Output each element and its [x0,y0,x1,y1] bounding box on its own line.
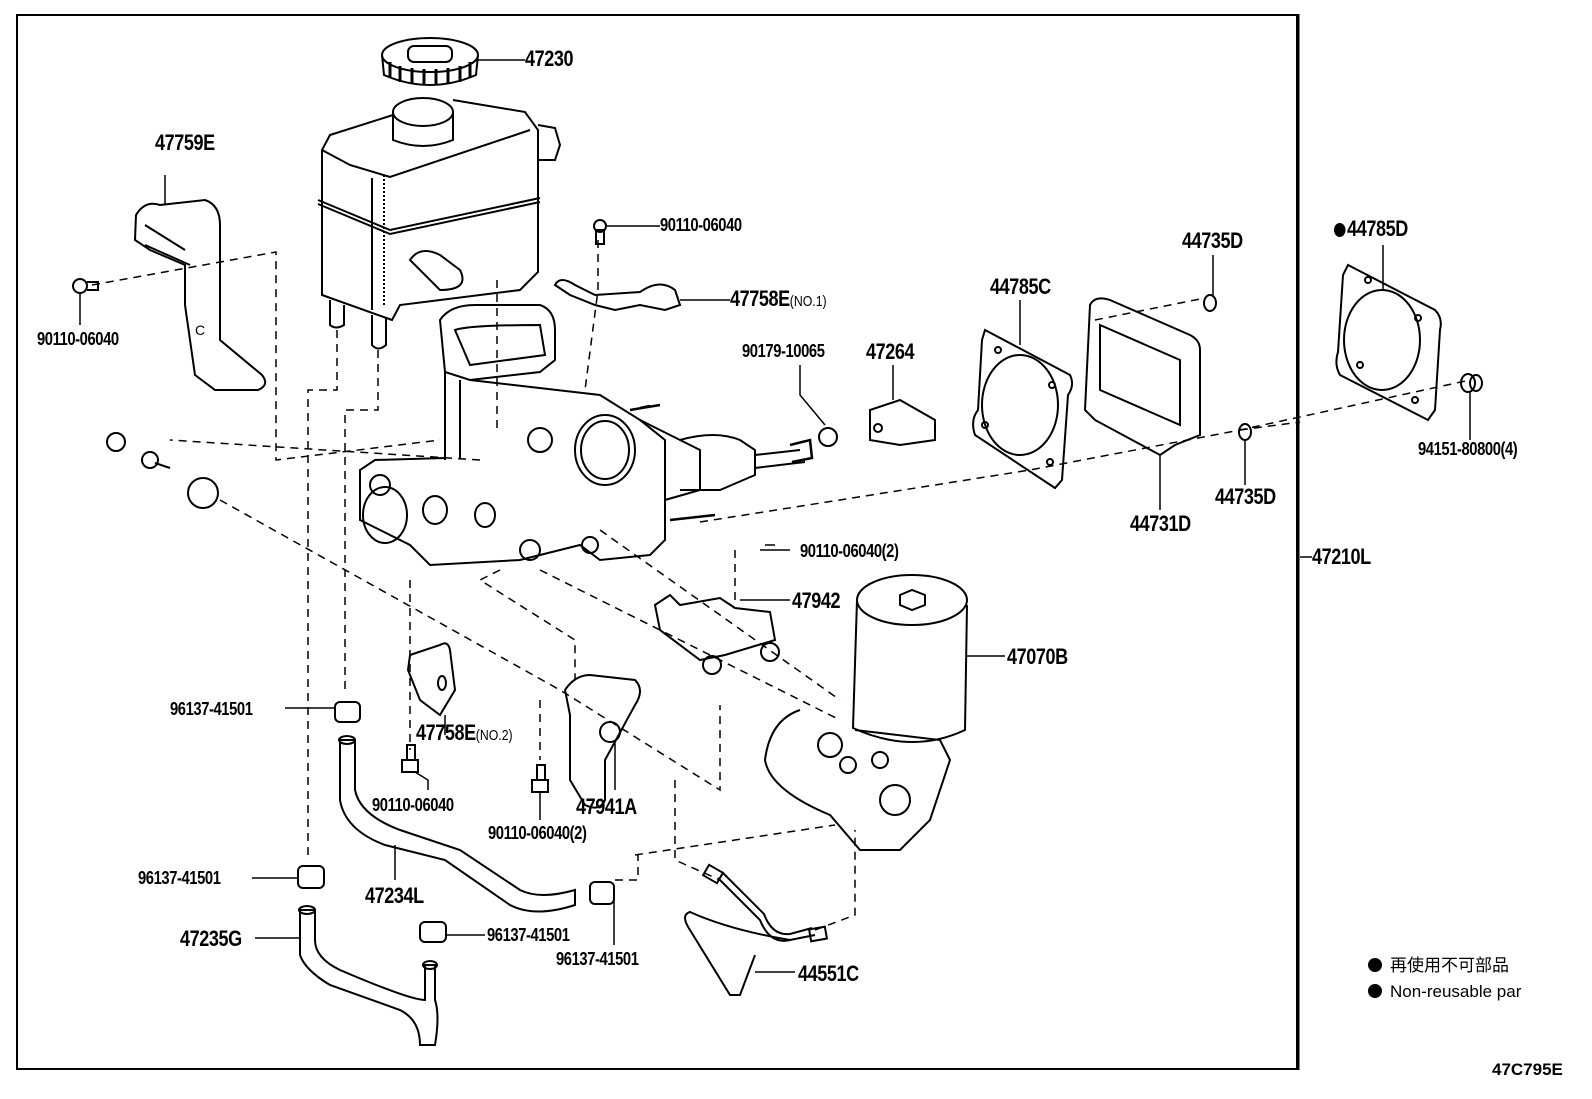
part-label[interactable]: 96137-41501 [556,949,639,969]
part-label[interactable]: 47759E [155,130,215,155]
small-parts-drawing [106,432,219,509]
bracket-47758E-no1-drawing [553,279,730,312]
svg-text:C: C [195,322,205,338]
gasket-44785C-drawing [972,300,1074,490]
non-reusable-icon [1334,223,1346,237]
part-label[interactable]: 47758E(NO.1) [730,288,827,310]
part-label[interactable]: 47070B [1007,644,1068,669]
part-label[interactable]: 90110-06040 [372,795,454,815]
part-label[interactable]: 90110-06040(2) [800,541,899,561]
part-suffix: (NO.1) [789,293,827,310]
part-label[interactable]: 90179-10065 [742,341,825,361]
legend-item-english: Non-reusable par [1368,983,1521,1000]
legend-text: Non-reusable par [1390,982,1522,1001]
part-label[interactable]: 90110-06040 [37,329,119,349]
nut-90179-drawing [799,365,838,447]
filled-circle-icon [1368,984,1382,998]
part-label[interactable]: 47758E(NO.2) [416,722,513,744]
part-label[interactable]: 96137-41501 [138,868,221,888]
part-label[interactable]: 44735D [1182,228,1243,253]
part-label[interactable]: 94151-80800(4) [1418,439,1518,459]
part-label[interactable]: 44735D [1215,484,1276,509]
reservoir-tank-drawing [317,97,562,350]
part-label[interactable]: 47941A [576,794,637,819]
part-label[interactable]: 47235G [180,926,242,951]
part-label[interactable]: 47942 [792,588,841,613]
reservoir-cap-drawing [381,37,525,86]
hose-47234L-drawing [338,735,576,913]
brake-actuator-drawing [359,304,814,567]
bracket-47758E-no2-drawing [406,642,457,735]
bolts-lower-drawing [401,744,549,820]
gasket-44785D-drawing [1335,245,1442,422]
part-label[interactable]: 47264 [866,339,915,364]
part-number: 47758E [416,720,476,745]
part-label[interactable]: 44731D [1130,511,1191,536]
bolt-drawing [72,278,99,325]
part-number: 47758E [730,286,790,311]
assembly-dashed-lines [91,240,1471,931]
part-label[interactable]: 96137-41501 [487,925,570,945]
clamps-drawing [252,701,615,945]
part-label[interactable]: 47230 [525,46,574,71]
part-label[interactable]: 90110-06040 [660,215,742,235]
legend-item-japanese: 再使用不可部品 [1368,957,1509,974]
bolt-top-drawing [593,219,660,245]
pump-motor-47070B-drawing [763,574,1005,851]
part-label[interactable]: 44785D [1334,218,1408,240]
bracket-47942-drawing [653,544,790,675]
part-label[interactable]: 96137-41501 [170,699,253,719]
nut-44735D-drawing [1203,255,1252,485]
part-label[interactable]: 90110-06040(2) [488,823,587,843]
cover-44731D-drawing [1083,297,1201,510]
assembly-label[interactable]: 47210L [1312,544,1371,569]
diagram-code: 47C795E [1492,1060,1563,1079]
brake-tube-44551C-drawing [684,863,829,996]
legend-text: 再使用不可部品 [1390,956,1509,975]
bracket-47941A-drawing [563,673,641,809]
part-label[interactable]: 47234L [365,883,424,908]
hose-47235G-drawing [255,905,439,1046]
part-label[interactable]: 44785C [990,274,1051,299]
part-number: 44785D [1347,216,1408,241]
nut-94151-drawing [1460,373,1483,440]
bracket-47759E-drawing: C [133,175,267,391]
filled-circle-icon [1368,958,1382,972]
bracket-47264-drawing [869,365,936,447]
part-label[interactable]: 44551C [798,961,859,986]
part-suffix: (NO.2) [475,727,513,744]
